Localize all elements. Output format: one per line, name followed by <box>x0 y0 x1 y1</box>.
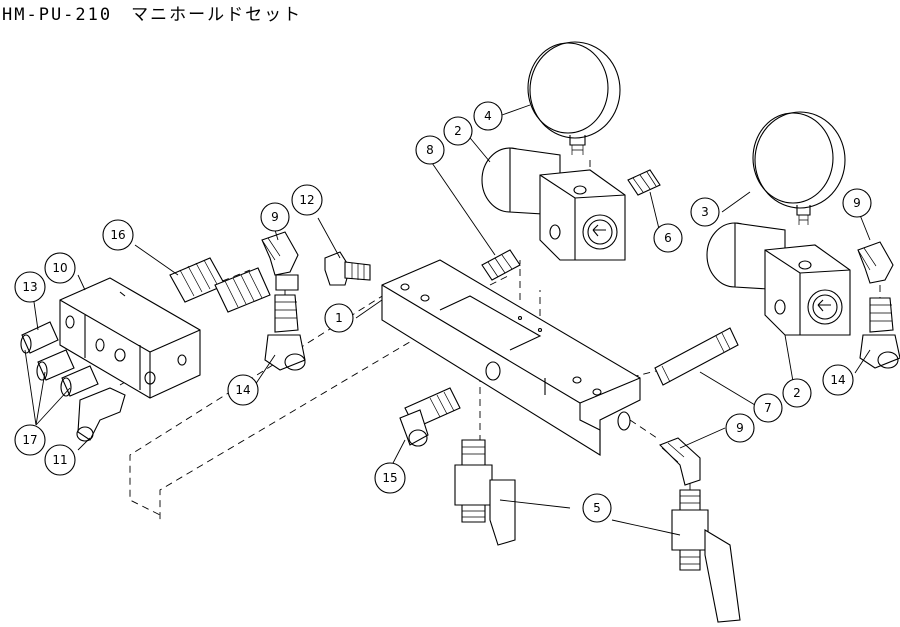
valve-block <box>59 277 201 399</box>
svg-text:9: 9 <box>853 196 861 210</box>
regulator-left <box>481 147 626 261</box>
leader-lines <box>24 104 871 536</box>
svg-text:11: 11 <box>52 453 67 467</box>
svg-text:7: 7 <box>764 401 772 415</box>
svg-text:10: 10 <box>52 261 67 275</box>
callout-8: 8 <box>415 135 445 165</box>
callout-15: 15 <box>374 462 406 494</box>
svg-text:15: 15 <box>382 471 397 485</box>
svg-text:12: 12 <box>299 193 314 207</box>
elbow-9-lower <box>659 437 701 486</box>
callout-6: 6 <box>653 223 683 253</box>
callout-2-right: 2 <box>782 378 812 408</box>
pressure-gauge-right <box>752 111 846 225</box>
pressure-gauge-left <box>527 41 621 155</box>
push-fitting-13 <box>20 321 59 354</box>
ball-valve-5-left <box>454 439 516 546</box>
callout-9-right: 9 <box>842 188 872 218</box>
tee-fitting-14-left <box>264 294 306 371</box>
svg-text:1: 1 <box>335 311 343 325</box>
manifold-block <box>381 259 641 456</box>
push-fitting-17-b <box>60 365 99 397</box>
svg-text:2: 2 <box>793 386 801 400</box>
long-nipple-7 <box>654 327 739 386</box>
ball-valve-5-right <box>671 489 741 623</box>
svg-text:14: 14 <box>830 373 845 387</box>
callout-12: 12 <box>291 184 323 216</box>
callout-1: 1 <box>324 303 354 333</box>
callout-11: 11 <box>44 444 76 476</box>
silencer-16-a <box>169 257 226 303</box>
svg-text:3: 3 <box>701 205 709 219</box>
callout-13: 13 <box>14 271 46 303</box>
elbow-fitting-11 <box>76 387 126 442</box>
push-fitting-17-a <box>36 349 75 381</box>
svg-text:9: 9 <box>271 210 279 224</box>
tee-fitting-15 <box>399 387 461 447</box>
svg-text:16: 16 <box>110 228 125 242</box>
regulator-right <box>706 222 851 336</box>
callout-9-lower: 9 <box>725 413 755 443</box>
callout-3: 3 <box>690 197 720 227</box>
svg-text:2: 2 <box>454 124 462 138</box>
callout-4: 4 <box>473 101 503 131</box>
callout-14-left: 14 <box>227 374 259 406</box>
svg-text:9: 9 <box>736 421 744 435</box>
elbow-fitting-12 <box>324 251 371 286</box>
tee-fitting-14-right <box>859 297 900 369</box>
hex-nipple-8 <box>481 249 521 281</box>
hex-nipple-6 <box>627 169 661 196</box>
svg-text:14: 14 <box>235 383 250 397</box>
elbow-9-left <box>261 231 299 291</box>
callout-2-left: 2 <box>443 116 473 146</box>
svg-text:17: 17 <box>22 433 37 447</box>
callout-16: 16 <box>102 219 134 251</box>
svg-text:4: 4 <box>484 109 492 123</box>
callout-14-right: 14 <box>822 364 854 396</box>
svg-text:6: 6 <box>664 231 672 245</box>
svg-text:8: 8 <box>426 143 434 157</box>
callout-7: 7 <box>753 393 783 423</box>
callout-9-left: 9 <box>260 202 290 232</box>
callout-10: 10 <box>44 252 76 284</box>
callout-17: 17 <box>14 424 46 456</box>
svg-text:5: 5 <box>593 501 601 515</box>
callout-5: 5 <box>582 493 612 523</box>
drawing-title: HM-PU-210 マニホールドセット <box>2 5 303 25</box>
svg-text:13: 13 <box>22 280 37 294</box>
silencer-16-b <box>214 267 271 313</box>
elbow-9-right <box>857 241 894 284</box>
